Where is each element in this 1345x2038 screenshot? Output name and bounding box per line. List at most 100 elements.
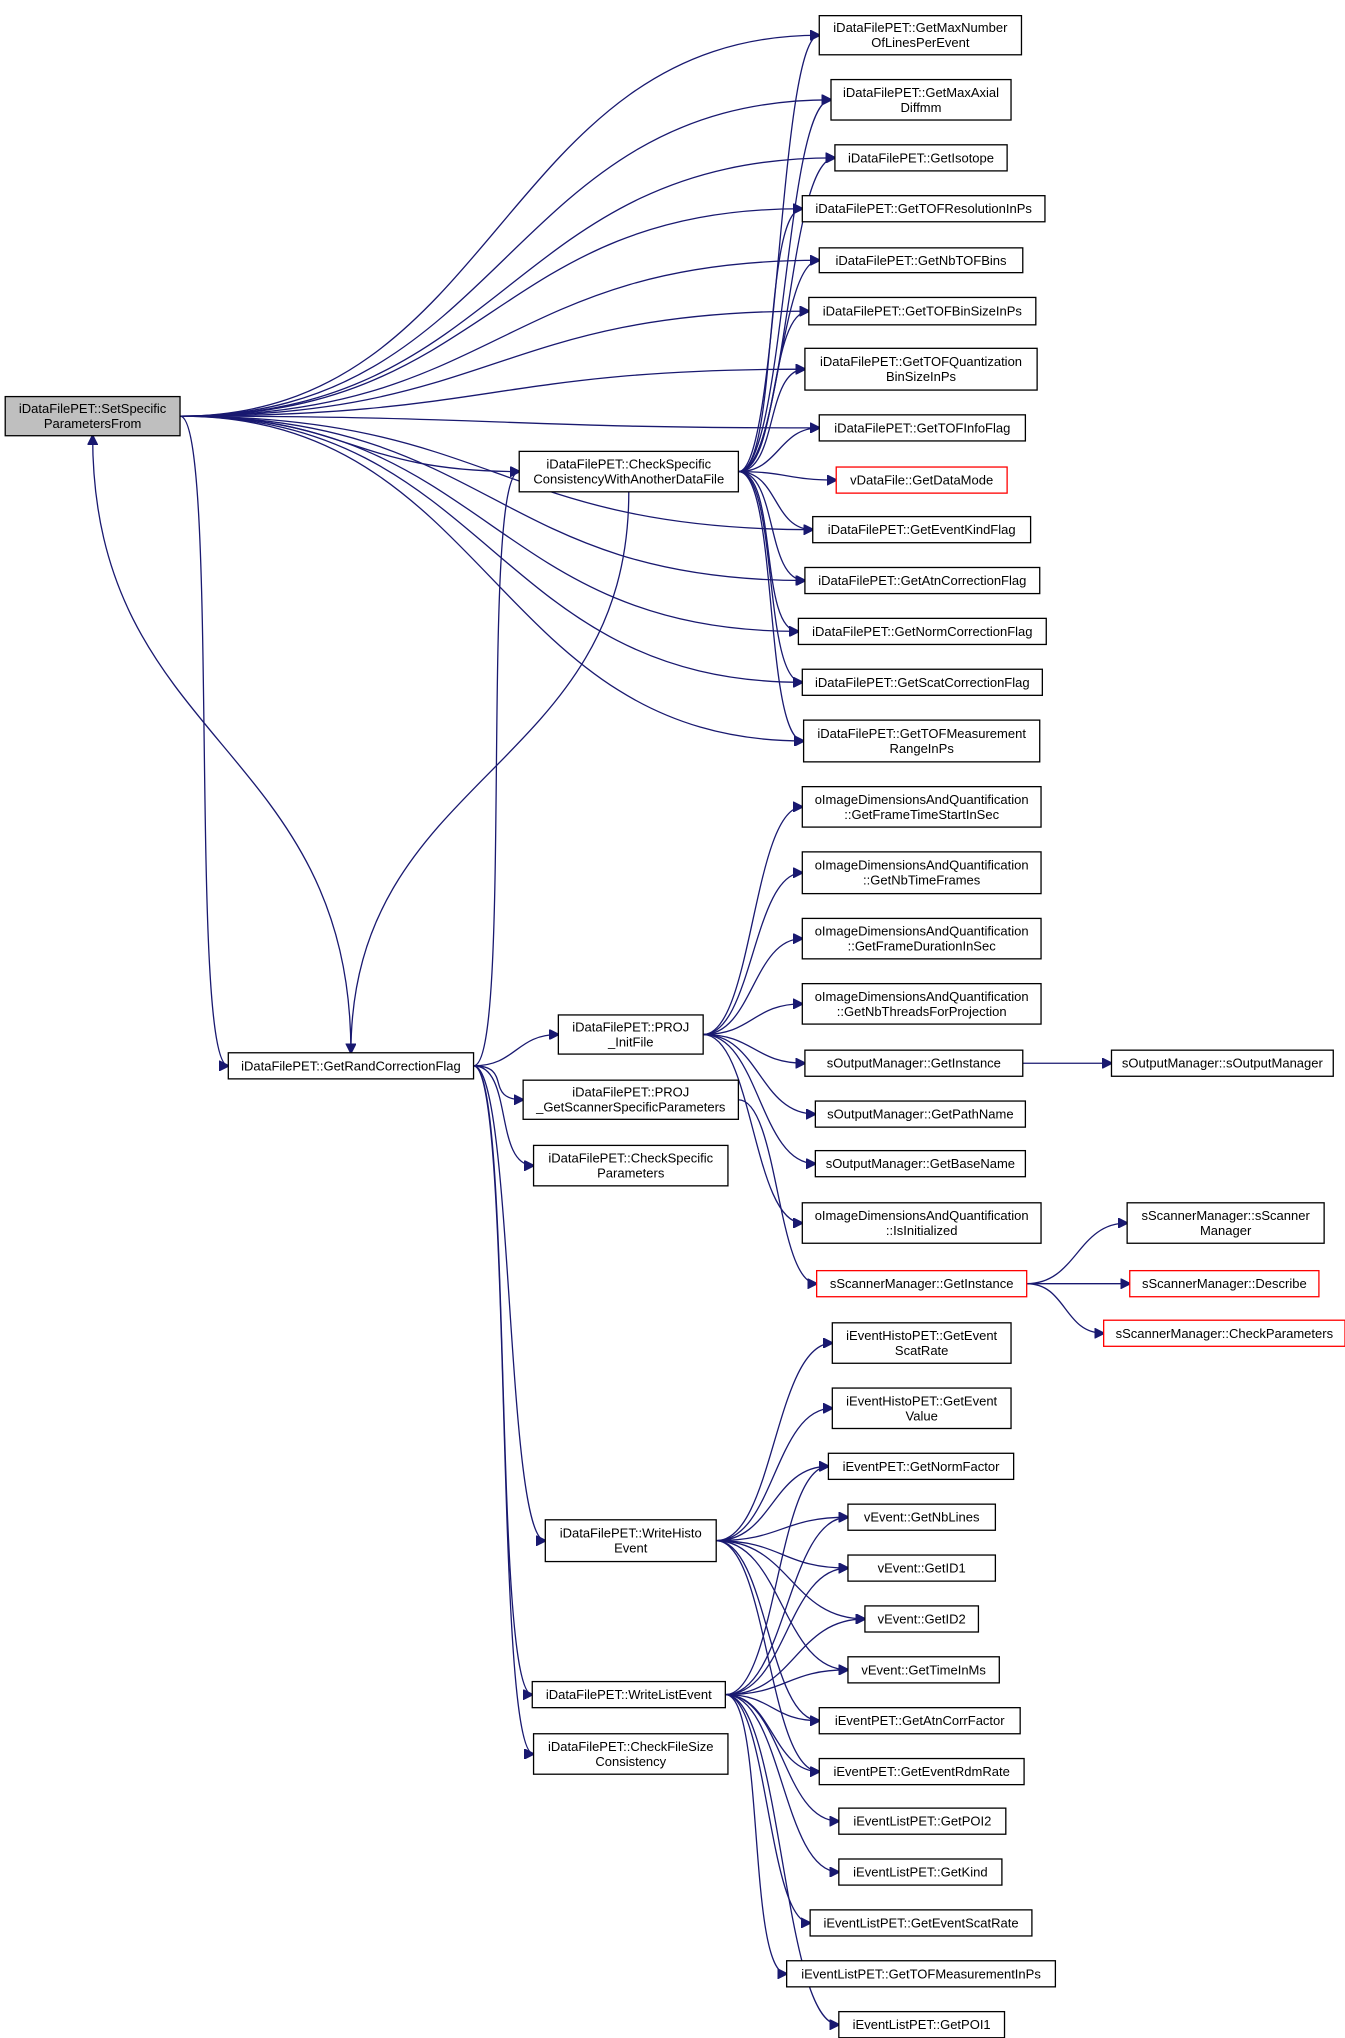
node-frametime[interactable]: oImageDimensionsAndQuantification::GetFr…: [801, 785, 1042, 828]
node-box[interactable]: [834, 144, 1008, 172]
node-box[interactable]: [847, 1503, 997, 1531]
node-nbtof[interactable]: iDataFilePET::GetNbTOFBins: [818, 247, 1024, 274]
node-box[interactable]: [801, 917, 1042, 960]
node-pathname[interactable]: sOutputManager::GetPathName: [814, 1100, 1027, 1128]
node-nbtimeframes[interactable]: oImageDimensionsAndQuantification::GetNb…: [801, 851, 1042, 895]
node-scanctor[interactable]: sScannerManager::sScannerManager: [1126, 1202, 1325, 1244]
node-box[interactable]: [827, 1452, 1015, 1481]
node-box[interactable]: [801, 785, 1042, 828]
node-atnfactor[interactable]: iEventPET::GetAtnCorrFactor: [818, 1707, 1021, 1735]
node-box[interactable]: [804, 347, 1038, 391]
node-box[interactable]: [830, 78, 1012, 121]
node-nblines[interactable]: vEvent::GetNbLines: [847, 1503, 997, 1531]
node-poi2[interactable]: iEventListPET::GetPOI2: [838, 1807, 1007, 1835]
node-describe[interactable]: sScannerManager::Describe: [1129, 1269, 1320, 1298]
node-box[interactable]: [227, 1052, 475, 1080]
node-normcorr[interactable]: iDataFilePET::GetNormCorrectionFlag: [797, 617, 1047, 646]
node-box[interactable]: [818, 247, 1024, 274]
node-nbthreads[interactable]: oImageDimensionsAndQuantification::GetNb…: [801, 982, 1042, 1025]
node-tofres[interactable]: iDataFilePET::GetTOFResolutionInPs: [801, 195, 1046, 223]
node-box[interactable]: [532, 1733, 729, 1775]
node-tofinfo[interactable]: iDataFilePET::GetTOFInfoFlag: [818, 414, 1027, 442]
node-datamode[interactable]: vDataFile::GetDataMode: [835, 466, 1008, 494]
node-id1[interactable]: vEvent::GetID1: [847, 1554, 997, 1582]
node-box[interactable]: [4, 395, 181, 437]
node-basename[interactable]: sOutputManager::GetBaseName: [814, 1149, 1027, 1178]
node-box[interactable]: [1129, 1269, 1320, 1298]
node-poi1[interactable]: iEventListPET::GetPOI1: [838, 2010, 1006, 2038]
node-box[interactable]: [818, 15, 1023, 56]
node-checkparams[interactable]: sScannerManager::CheckParameters: [1103, 1319, 1345, 1347]
node-box[interactable]: [814, 1100, 1027, 1128]
node-box[interactable]: [531, 1680, 726, 1709]
node-tofquant[interactable]: iDataFilePET::GetTOFQuantizationBinSizeI…: [804, 347, 1038, 391]
node-histoscat[interactable]: iEventHistoPET::GetEventScatRate: [831, 1322, 1012, 1364]
node-atncorr[interactable]: iDataFilePET::GetAtnCorrectionFlag: [804, 566, 1041, 595]
node-box[interactable]: [847, 1656, 1000, 1684]
node-box[interactable]: [785, 1960, 1057, 1988]
node-box[interactable]: [801, 1202, 1042, 1244]
node-box[interactable]: [801, 195, 1046, 223]
node-box[interactable]: [818, 1757, 1025, 1786]
node-tofmeasinps[interactable]: iEventListPET::GetTOFMeasurementInPs: [785, 1960, 1057, 1988]
node-eventkind[interactable]: iDataFilePET::GetEventKindFlag: [812, 515, 1032, 544]
node-box[interactable]: [808, 296, 1037, 326]
node-box[interactable]: [838, 2010, 1006, 2038]
node-scatcorr[interactable]: iDataFilePET::GetScatCorrectionFlag: [801, 668, 1043, 696]
node-box[interactable]: [809, 1909, 1033, 1937]
node-id2[interactable]: vEvent::GetID2: [864, 1605, 980, 1633]
node-getrand[interactable]: iDataFilePET::GetRandCorrectionFlag: [227, 1052, 475, 1080]
node-projscanner[interactable]: iDataFilePET::PROJ_GetScannerSpecificPar…: [522, 1079, 740, 1120]
node-normfactor[interactable]: iEventPET::GetNormFactor: [827, 1452, 1015, 1481]
node-rdmrate[interactable]: iEventPET::GetEventRdmRate: [818, 1757, 1025, 1786]
node-box[interactable]: [812, 515, 1032, 544]
node-box[interactable]: [1126, 1202, 1325, 1244]
node-box[interactable]: [801, 851, 1042, 895]
node-checkconsist[interactable]: iDataFilePET::CheckSpecificConsistencyWi…: [518, 450, 740, 493]
node-box[interactable]: [801, 982, 1042, 1025]
node-tofbin[interactable]: iDataFilePET::GetTOFBinSizeInPs: [808, 296, 1037, 326]
node-kind[interactable]: iEventListPET::GetKind: [838, 1858, 1003, 1886]
node-box[interactable]: [802, 719, 1041, 763]
node-outctor[interactable]: sOutputManager::sOutputManager: [1110, 1049, 1334, 1077]
node-box[interactable]: [544, 1519, 717, 1563]
node-box[interactable]: [816, 1269, 1028, 1298]
node-box[interactable]: [801, 668, 1043, 696]
node-timeinms[interactable]: vEvent::GetTimeInMs: [847, 1656, 1000, 1684]
node-isinit[interactable]: oImageDimensionsAndQuantification::IsIni…: [801, 1202, 1042, 1244]
node-box[interactable]: [522, 1079, 740, 1120]
node-outinstance[interactable]: sOutputManager::GetInstance: [804, 1049, 1024, 1077]
node-box[interactable]: [864, 1605, 980, 1633]
node-box[interactable]: [557, 1014, 704, 1055]
node-box[interactable]: [847, 1554, 997, 1582]
node-box[interactable]: [835, 466, 1008, 494]
node-box[interactable]: [1110, 1049, 1334, 1077]
node-listscat[interactable]: iEventListPET::GetEventScatRate: [809, 1909, 1033, 1937]
node-box[interactable]: [818, 1707, 1021, 1735]
node-box[interactable]: [838, 1858, 1003, 1886]
node-maxlines[interactable]: iDataFilePET::GetMaxNumberOfLinesPerEven…: [818, 15, 1023, 56]
node-box[interactable]: [814, 1149, 1027, 1178]
node-box[interactable]: [804, 566, 1041, 595]
node-box[interactable]: [818, 414, 1027, 442]
node-box[interactable]: [532, 1144, 729, 1187]
node-projinit[interactable]: iDataFilePET::PROJ_InitFile: [557, 1014, 704, 1055]
node-box[interactable]: [797, 617, 1047, 646]
node-box[interactable]: [838, 1807, 1007, 1835]
node-isotope[interactable]: iDataFilePET::GetIsotope: [834, 144, 1008, 172]
node-writelist[interactable]: iDataFilePET::WriteListEvent: [531, 1680, 726, 1709]
node-box[interactable]: [831, 1387, 1012, 1430]
node-scaninstance[interactable]: sScannerManager::GetInstance: [816, 1269, 1028, 1298]
node-box[interactable]: [1103, 1319, 1345, 1347]
node-box[interactable]: [831, 1322, 1012, 1364]
node-frameduration[interactable]: oImageDimensionsAndQuantification::GetFr…: [801, 917, 1042, 960]
node-box[interactable]: [518, 450, 740, 493]
node-box[interactable]: [804, 1049, 1024, 1077]
